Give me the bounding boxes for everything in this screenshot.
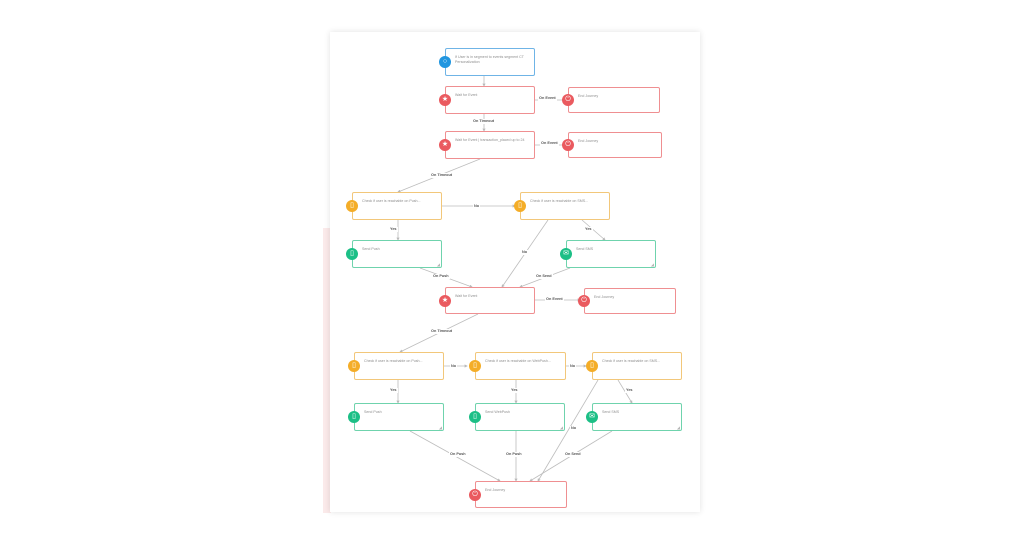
star-icon: ★: [439, 294, 451, 307]
node-label: Send SMS: [576, 247, 594, 251]
phone-icon: ▯: [469, 411, 481, 423]
node-send-sms1[interactable]: ✉ Send SMS ◢: [560, 240, 656, 268]
node-label: If User is in segment to events segment …: [455, 55, 524, 64]
node-wait2[interactable]: ★ Wait for Event | transaction_placed up…: [439, 131, 535, 159]
phone-icon: ▯: [348, 411, 360, 423]
node-check-sms1[interactable]: ▯ Check if user is reachable on SMS...: [514, 192, 610, 220]
phone-icon: ▯: [586, 360, 598, 372]
node-label: Check if user is reachable on SMS...: [602, 359, 661, 363]
node-send-sms2[interactable]: ✉ Send SMS ◢: [586, 403, 682, 431]
node-send-push2[interactable]: ▯ Send Push ◢: [348, 403, 444, 431]
power-icon: ⏻: [469, 488, 481, 501]
resize-icon: ◢: [438, 425, 442, 430]
node-check-sms2[interactable]: ▯ Check if user is reachable on SMS...: [586, 352, 682, 380]
star-icon: ★: [439, 139, 451, 151]
edge-label: On Push: [505, 452, 523, 457]
resize-icon: ◢: [650, 262, 654, 267]
node-label: Wait for Event: [455, 93, 478, 97]
edge-label: Yes: [625, 388, 634, 393]
node-label: End Journey: [578, 139, 599, 143]
phone-icon: ▯: [346, 200, 358, 212]
node-check-push2[interactable]: ▯ Check if user is reachable on Push...: [348, 352, 444, 380]
node-end3[interactable]: ⏻ End Journey: [578, 288, 676, 314]
edge-label: Yes: [389, 227, 398, 232]
power-icon: ⏻: [578, 295, 590, 307]
edge-label: On Timeout: [430, 173, 454, 178]
node-wait1[interactable]: ★ Wait for Event: [439, 86, 535, 114]
message-icon: ✉: [560, 248, 572, 260]
edge-label: On Push: [432, 274, 450, 279]
edge-label: On Timeout: [430, 329, 454, 334]
node-label: Check if user is reachable on Push...: [362, 199, 421, 203]
edge-label: No: [569, 364, 577, 369]
node-label: Send SMS: [602, 410, 620, 414]
node-send-webpush2[interactable]: ▯ Send WebPush ◢: [469, 403, 565, 431]
edge-label: On Event: [540, 141, 559, 146]
node-label: Check if user is reachable on SMS...: [530, 199, 589, 203]
node-check-push1[interactable]: ▯ Check if user is reachable on Push...: [346, 192, 442, 220]
node-check-webpush2[interactable]: ▯ Check if user is reachable on WebPush.…: [469, 352, 566, 380]
phone-icon: ▯: [348, 360, 360, 372]
edge-label: Yes: [584, 227, 593, 232]
circle-icon: ○: [439, 56, 451, 68]
power-icon: ⏻: [562, 94, 574, 106]
node-label: Send WebPush: [485, 410, 510, 414]
star-icon: ★: [439, 94, 451, 106]
edge-label: No: [473, 204, 481, 209]
resize-icon: ◢: [436, 262, 440, 267]
node-wait3[interactable]: ★ Wait for Event: [439, 287, 535, 314]
resize-icon: ◢: [559, 425, 563, 430]
edge-label: On Push: [449, 452, 467, 457]
node-end2[interactable]: ⏻ End Journey: [562, 132, 662, 158]
node-label: Send Push: [364, 410, 382, 414]
edge-label: No: [450, 364, 458, 369]
node-label: Wait for Event | transaction_placed up t…: [455, 138, 525, 142]
phone-icon: ▯: [469, 360, 481, 372]
node-label: Wait for Event: [455, 294, 478, 298]
node-start[interactable]: ○ If User is in segment to events segmen…: [439, 48, 535, 76]
node-label: Check if user is reachable on WebPush...: [485, 359, 551, 363]
node-label: End Journey: [485, 488, 506, 492]
edge-label: On Event: [538, 96, 557, 101]
edge-label: No: [521, 250, 529, 255]
edge-label: Yes: [510, 388, 519, 393]
node-send-push1[interactable]: ▯ Send Push ◢: [346, 240, 442, 268]
node-label: Send Push: [362, 247, 380, 251]
node-label: End Journey: [578, 94, 599, 98]
message-icon: ✉: [586, 411, 598, 423]
power-icon: ⏻: [562, 139, 574, 151]
node-label: Check if user is reachable on Push...: [364, 359, 423, 363]
edge-label: On Event: [545, 297, 564, 302]
node-end1[interactable]: ⏻ End Journey: [562, 87, 660, 113]
resize-icon: ◢: [676, 425, 680, 430]
node-label: End Journey: [594, 295, 615, 299]
phone-icon: ▯: [514, 200, 526, 212]
edge-label: Yes: [389, 388, 398, 393]
node-end4[interactable]: ⏻ End Journey: [469, 481, 567, 508]
edge-label: On Send: [535, 274, 553, 279]
edge-label: On Timeout: [472, 119, 496, 124]
edge-label: On Send: [564, 452, 582, 457]
phone-icon: ▯: [346, 248, 358, 260]
background-strip: [323, 228, 331, 513]
edge-label: No: [570, 426, 578, 431]
